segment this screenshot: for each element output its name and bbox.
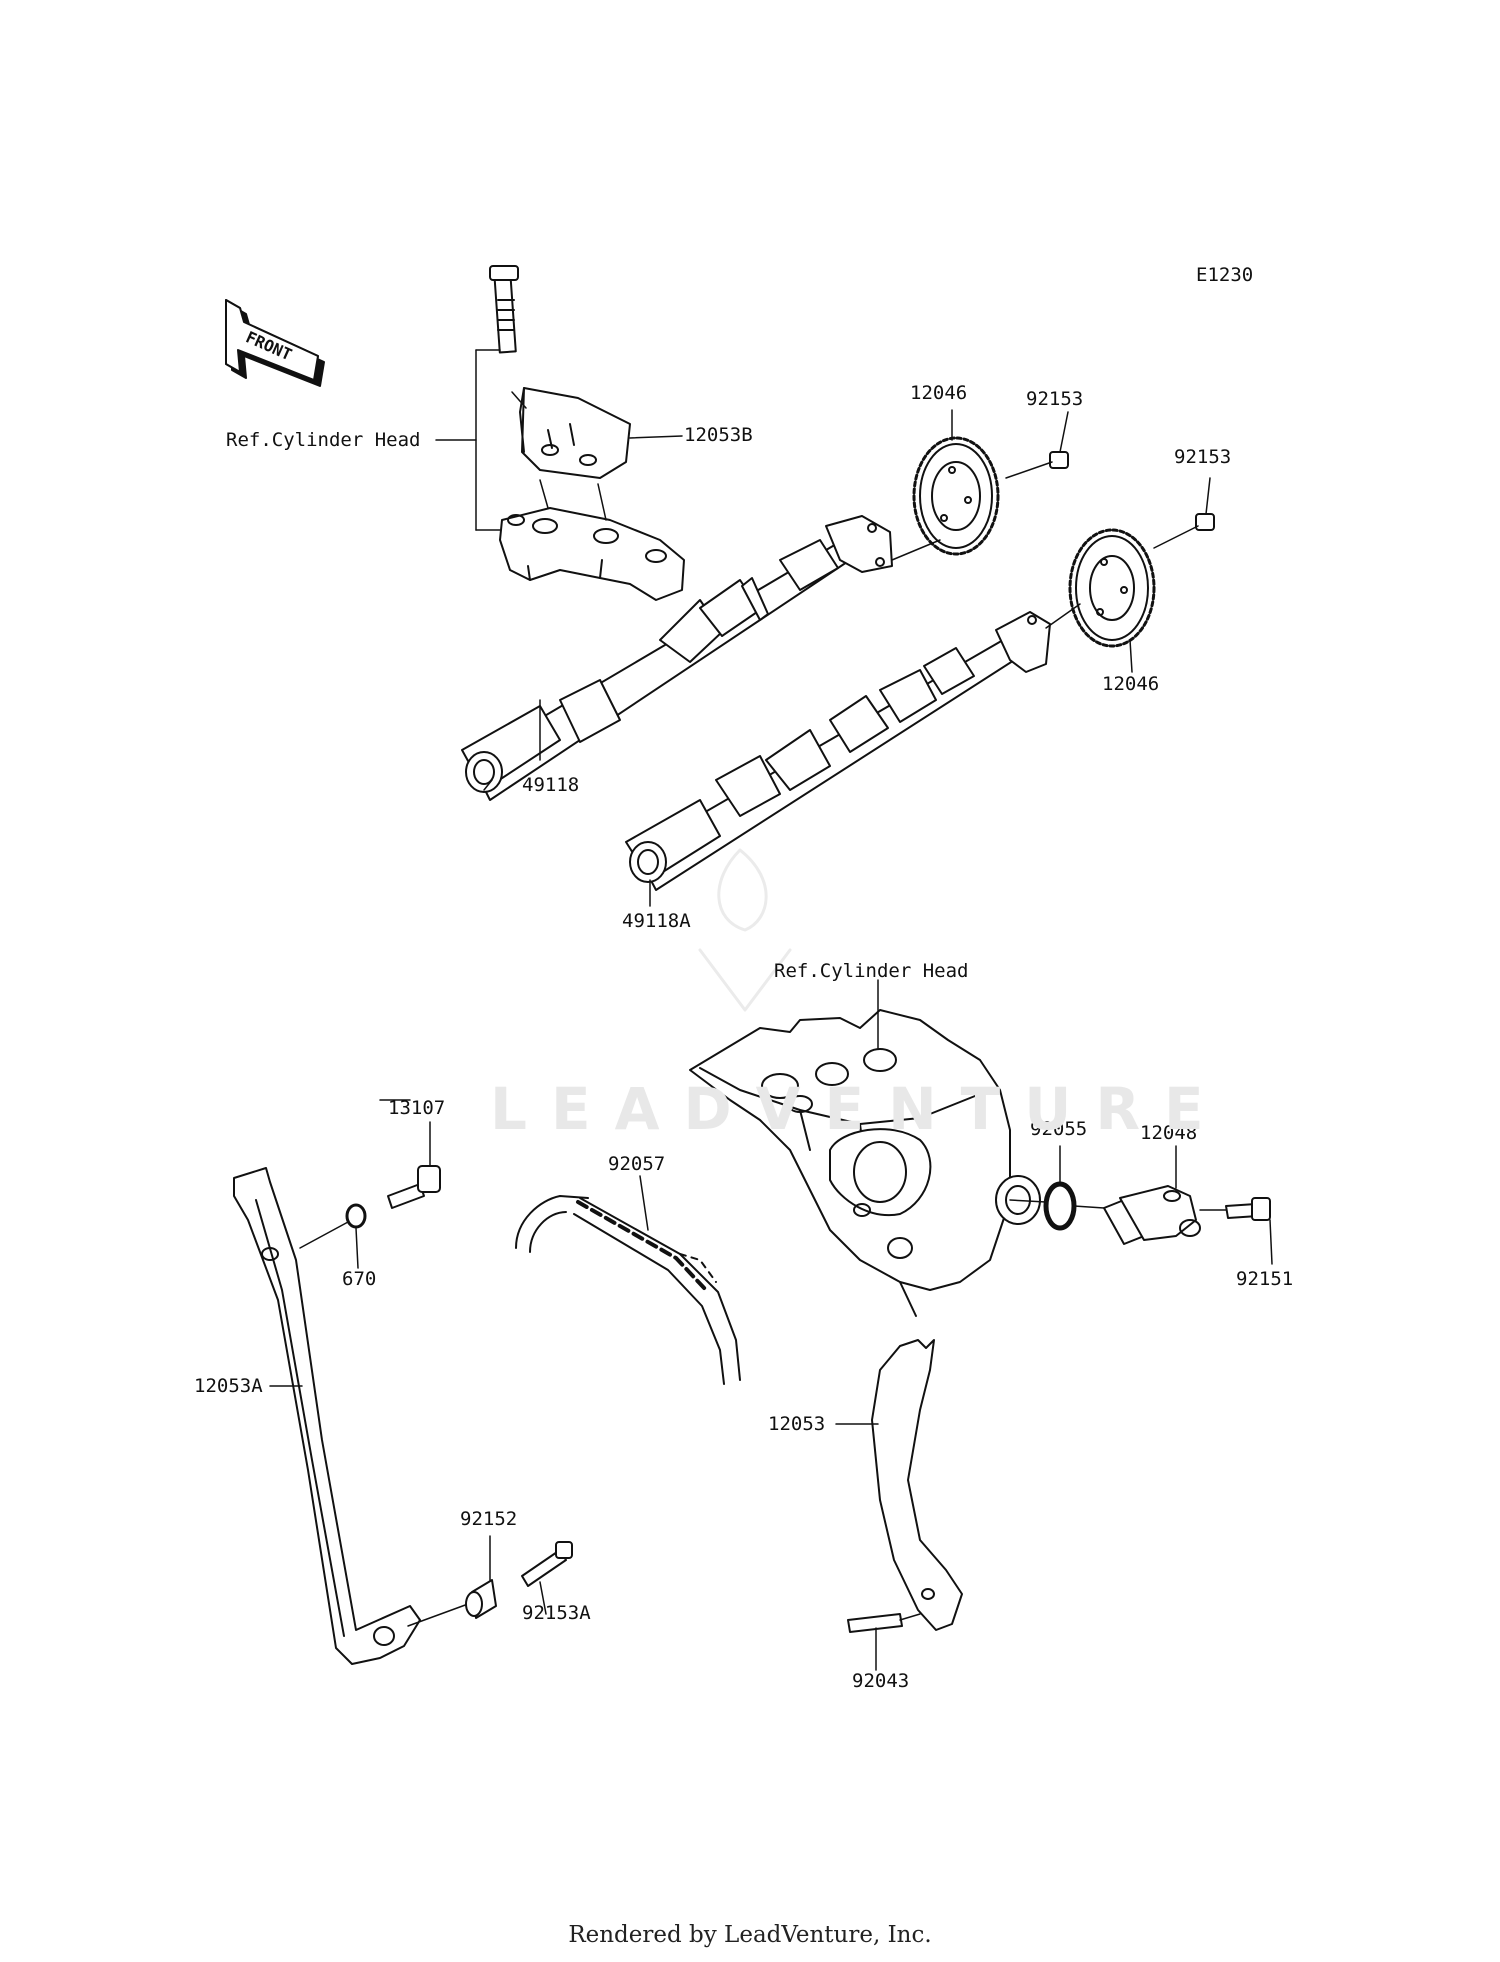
leader-lines <box>379 409 1211 1101</box>
bolt-92153-b <box>1153 513 1215 549</box>
label-670: 670 <box>342 1268 377 1290</box>
bolt-top <box>489 265 519 354</box>
footer-credit: Rendered by LeadVenture, Inc. <box>568 1922 932 1948</box>
label-92151: 92151 <box>1236 1268 1294 1290</box>
cam-chain-tensioner-12048 <box>1073 1145 1201 1245</box>
label-12053A: 12053A <box>194 1375 263 1397</box>
label-49118: 49118 <box>522 774 580 796</box>
watermark-logo <box>698 848 792 1012</box>
cam-chain-92057 <box>515 1175 741 1385</box>
ref-bracket <box>435 349 683 531</box>
watermark-text: LEADVENTURE <box>490 1075 1228 1143</box>
label-12053: 12053 <box>768 1413 826 1435</box>
cam-sprocket-top <box>912 436 1000 556</box>
label-92152: 92152 <box>460 1508 518 1530</box>
bolt-92153-a <box>1005 451 1069 479</box>
washer-670 <box>299 1203 367 1269</box>
label-92043: 92043 <box>852 1670 910 1692</box>
label-12053B: 12053B <box>684 424 753 446</box>
label-92057: 92057 <box>608 1153 666 1175</box>
label-ref-cylinder-head-mid: Ref.Cylinder Head <box>774 960 969 982</box>
label-92153-a: 92153 <box>1026 388 1084 410</box>
label-ref-cylinder-head-top: Ref.Cylinder Head <box>226 429 421 451</box>
camshaft-49118 <box>461 515 941 801</box>
chain-guide-12053A <box>233 1167 469 1665</box>
diagram-code: E1230 <box>1196 264 1254 286</box>
label-92153A: 92153A <box>522 1602 591 1624</box>
bolt-92153A <box>521 1541 573 1615</box>
label-12046-top: 12046 <box>910 382 968 404</box>
camshaft-cap-12053B <box>519 387 631 479</box>
bolt-92151 <box>1199 1197 1273 1265</box>
bolt-13107 <box>387 1121 441 1209</box>
cam-sprocket-bottom <box>1068 528 1156 648</box>
chain-guide-12053 <box>835 1339 963 1631</box>
pin-92043 <box>847 1613 921 1671</box>
label-92055: 92055 <box>1030 1118 1088 1140</box>
camshaft-holder <box>499 507 685 601</box>
cylinder-head <box>689 1009 1041 1317</box>
front-arrow-icon: FRONT <box>225 299 325 387</box>
label-92153-b: 92153 <box>1174 446 1232 468</box>
label-12048: 12048 <box>1140 1122 1198 1144</box>
label-12046-bottom: 12046 <box>1102 673 1160 695</box>
collar-92152 <box>465 1535 497 1619</box>
camshaft-49118A <box>625 603 1081 891</box>
label-13107: 13107 <box>388 1097 446 1119</box>
label-49118A: 49118A <box>622 910 691 932</box>
